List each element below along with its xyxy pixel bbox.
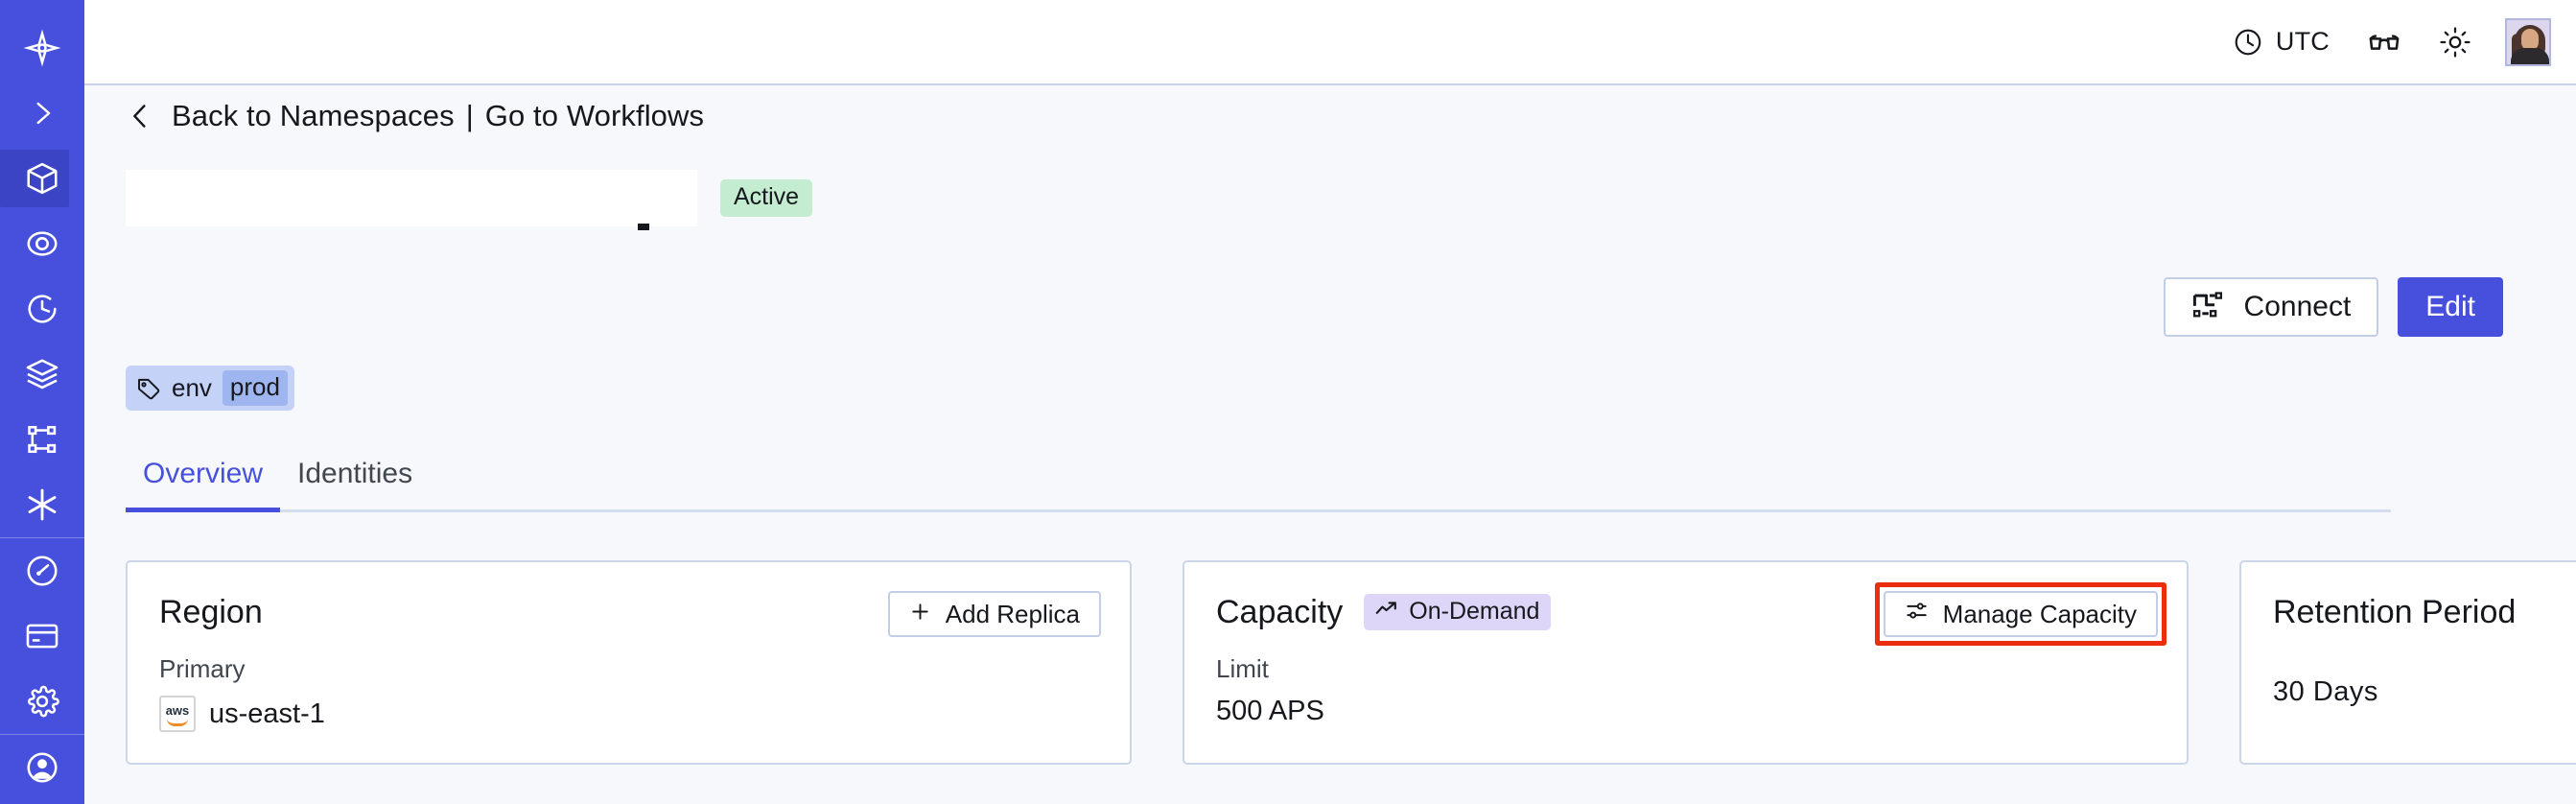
sun-icon xyxy=(2439,26,2471,59)
account-avatar-icon xyxy=(24,749,60,786)
retention-card-title: Retention Period xyxy=(2273,593,2517,630)
capacity-card-title: Capacity xyxy=(1216,593,1344,630)
sliders-icon xyxy=(1905,599,1929,629)
region-card-header: Region xyxy=(159,589,1098,635)
region-value-row: aws us-east-1 xyxy=(159,696,1098,732)
sidebar xyxy=(0,0,84,804)
clock-icon xyxy=(2233,27,2263,58)
top-header: UTC xyxy=(84,0,2576,85)
aws-logo-icon: aws xyxy=(159,696,196,732)
temporal-logo-icon xyxy=(23,29,61,67)
overview-cards: Region Add Replica Primary aws us-east-1… xyxy=(126,560,2576,765)
avatar-face xyxy=(2521,28,2539,51)
retention-card: Retention Period 30 Days xyxy=(2239,560,2576,765)
capacity-value: 500 APS xyxy=(1216,696,1324,726)
billing-card-icon xyxy=(24,618,60,654)
plus-icon xyxy=(909,600,931,629)
timezone-label: UTC xyxy=(2275,27,2330,56)
chevron-left-icon[interactable] xyxy=(126,100,154,132)
manage-capacity-label: Manage Capacity xyxy=(1942,599,2137,628)
docs-button[interactable] xyxy=(2357,17,2411,67)
back-to-namespaces-link[interactable]: Back to Namespaces xyxy=(172,99,455,132)
tag-key: env xyxy=(172,373,212,402)
capacity-card: Capacity On-Demand xyxy=(1183,560,2189,765)
go-to-workflows-link[interactable]: Go to Workflows xyxy=(484,99,705,132)
retention-card-header: Retention Period xyxy=(2273,589,2576,635)
capacity-card-header: Capacity On-Demand xyxy=(1216,589,2155,635)
sidebar-item-expand[interactable] xyxy=(0,81,84,146)
sidebar-item-observability[interactable] xyxy=(0,211,84,276)
sidebar-divider-2 xyxy=(0,734,84,735)
on-demand-badge: On-Demand xyxy=(1364,594,1552,630)
manage-capacity-highlight: Manage Capacity xyxy=(1874,582,2166,646)
sidebar-item-account[interactable] xyxy=(0,735,84,800)
connect-button-label: Connect xyxy=(2243,291,2352,322)
region-card-title: Region xyxy=(159,593,263,630)
connect-button[interactable]: Connect xyxy=(2163,277,2379,337)
reading-glasses-icon xyxy=(2367,25,2401,59)
status-badge: Active xyxy=(720,179,813,217)
add-replica-button[interactable]: Add Replica xyxy=(887,591,1101,637)
layers-stack-icon xyxy=(24,356,60,392)
sidebar-item-asterisk[interactable] xyxy=(0,472,84,537)
sidebar-item-workflows[interactable] xyxy=(0,407,84,472)
avatar-body xyxy=(2511,47,2549,64)
tag-list: env prod xyxy=(126,366,294,411)
header-actions-group: UTC xyxy=(2223,17,2559,67)
breadcrumb-separator: | xyxy=(465,99,474,132)
tab-identities[interactable]: Identities xyxy=(297,458,413,489)
tab-overview[interactable]: Overview xyxy=(126,458,281,512)
usage-gauge-icon xyxy=(24,553,60,589)
tag-value: prod xyxy=(222,370,288,406)
page-title-row: Active xyxy=(126,170,813,230)
trending-up-icon xyxy=(1375,600,1398,624)
add-replica-label: Add Replica xyxy=(945,599,1080,628)
sidebar-item-layers[interactable] xyxy=(0,342,84,407)
tag-icon xyxy=(136,376,161,401)
sidebar-item-namespaces[interactable] xyxy=(0,146,84,211)
retention-value: 30 Days xyxy=(2273,676,2378,707)
schedules-clock-icon xyxy=(24,291,60,327)
breadcrumb: Back to Namespaces | Go to Workflows xyxy=(126,99,704,133)
region-field-label: Primary xyxy=(159,654,246,683)
namespaces-cube-icon xyxy=(24,160,60,197)
chevron-right-icon xyxy=(26,97,59,130)
on-demand-badge-label: On-Demand xyxy=(1409,598,1540,625)
theme-toggle-button[interactable] xyxy=(2429,18,2481,66)
aws-logo-text: aws xyxy=(165,702,190,718)
sidebar-item-usage[interactable] xyxy=(0,538,84,603)
avatar[interactable] xyxy=(2505,17,2551,66)
edit-button[interactable]: Edit xyxy=(2398,277,2503,337)
page-actions: Connect Edit xyxy=(2163,277,2503,337)
region-card: Region Add Replica Primary aws us-east-1 xyxy=(126,560,1132,765)
asterisk-icon xyxy=(23,485,61,524)
sidebar-item-settings[interactable] xyxy=(0,669,84,734)
aws-logo-smile xyxy=(167,719,188,726)
tab-bar: Overview Identities xyxy=(126,443,2391,512)
timezone-button[interactable]: UTC xyxy=(2223,19,2339,65)
sidebar-item-billing[interactable] xyxy=(0,603,84,669)
region-value: us-east-1 xyxy=(209,698,325,729)
connect-flow-icon xyxy=(2191,290,2224,325)
sidebar-item-logo[interactable] xyxy=(0,15,84,81)
manage-capacity-button[interactable]: Manage Capacity xyxy=(1883,591,2158,637)
sidebar-item-schedules[interactable] xyxy=(0,276,84,342)
capacity-field-label: Limit xyxy=(1216,654,1269,683)
sidebar-active-highlight xyxy=(0,150,69,207)
observability-eye-icon xyxy=(24,225,60,262)
tag-item[interactable]: env prod xyxy=(126,366,294,411)
title-redaction-mark xyxy=(638,224,649,230)
sidebar-divider-1 xyxy=(0,537,84,538)
page-title xyxy=(126,170,697,230)
settings-gear-icon xyxy=(24,683,60,720)
workflows-branch-icon xyxy=(25,422,59,457)
